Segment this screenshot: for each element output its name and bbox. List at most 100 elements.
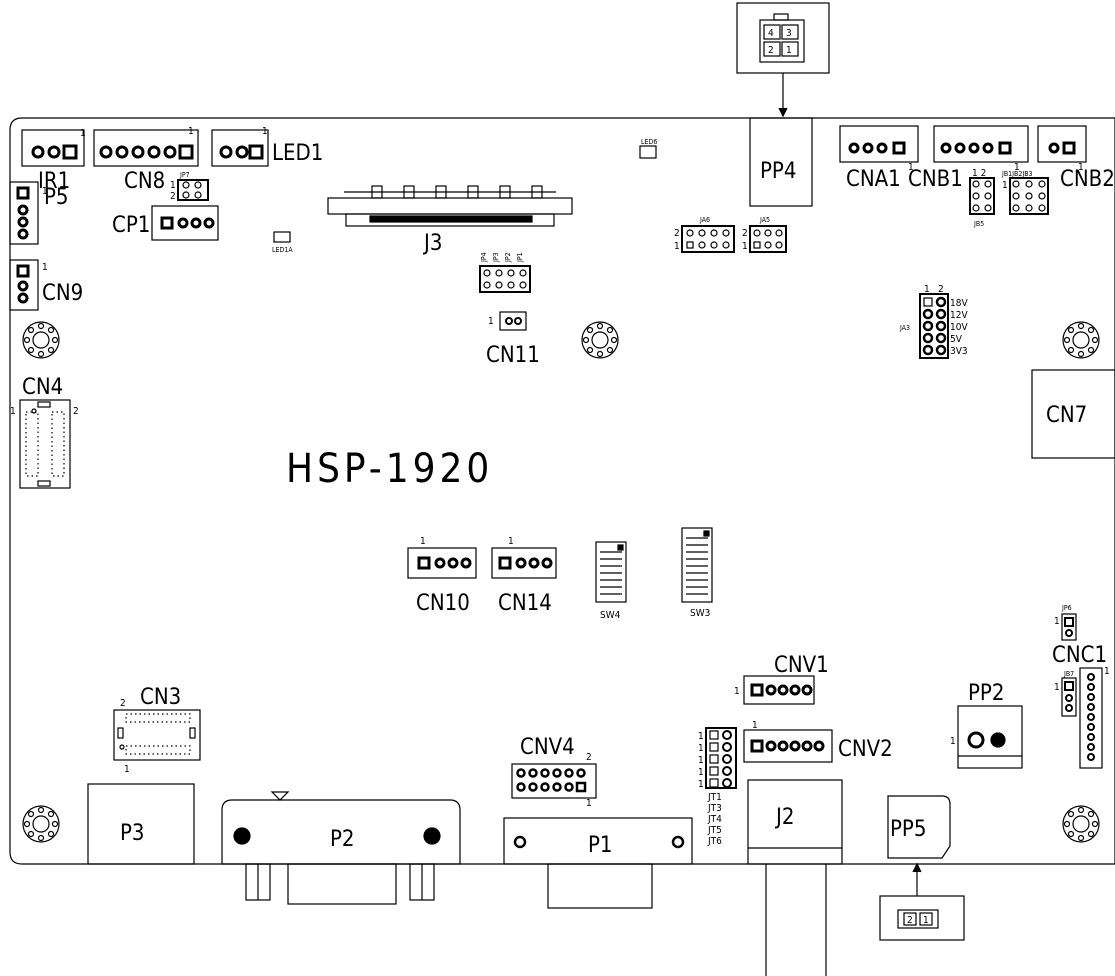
- svg-text:1: 1: [1002, 180, 1008, 191]
- svg-text:1: 1: [923, 915, 929, 926]
- svg-text:1: 1: [80, 128, 86, 139]
- jumper-ja5: JA5 2 1: [742, 216, 787, 253]
- svg-text:CN8: CN8: [124, 169, 165, 194]
- connector-p3: P3: [87, 783, 195, 865]
- svg-text:1: 1: [42, 262, 48, 273]
- svg-text:1: 1: [924, 284, 930, 295]
- svg-text:JP6: JP6: [1061, 604, 1072, 612]
- jumper-jb7: JB7 1: [1054, 670, 1077, 717]
- connector-p5: 1 P5: [9, 181, 69, 245]
- svg-text:JT6: JT6: [707, 836, 722, 847]
- svg-text:JT4: JT4: [707, 814, 722, 825]
- svg-text:1: 1: [742, 241, 748, 252]
- svg-text:1: 1: [124, 764, 130, 775]
- svg-text:J3: J3: [422, 231, 442, 256]
- jumper-jp6: JP6 1: [1054, 604, 1077, 641]
- svg-text:PP5: PP5: [890, 817, 926, 842]
- svg-text:1: 1: [1078, 162, 1084, 173]
- svg-text:JB7: JB7: [1063, 670, 1074, 678]
- connector-ir1: 1 IR1: [21, 128, 86, 194]
- svg-text:JP3: JP3: [492, 252, 500, 263]
- svg-text:JT3: JT3: [707, 803, 722, 814]
- dip-switch-sw3: SW3: [681, 527, 713, 619]
- svg-text:SW4: SW4: [600, 610, 621, 621]
- svg-text:1: 1: [698, 755, 704, 766]
- svg-text:1: 1: [1054, 682, 1060, 693]
- svg-text:1: 1: [508, 536, 514, 547]
- svg-text:PP4: PP4: [760, 159, 796, 184]
- svg-text:JA3: JA3: [899, 324, 910, 332]
- svg-text:1: 1: [698, 743, 704, 754]
- svg-text:4: 4: [768, 28, 774, 39]
- svg-text:1: 1: [786, 45, 792, 56]
- connector-cp1: CP1: [112, 205, 219, 241]
- svg-text:CN9: CN9: [42, 281, 83, 306]
- svg-text:2: 2: [170, 191, 176, 202]
- svg-text:1: 1: [586, 798, 592, 809]
- mounting-hole: [1062, 805, 1100, 843]
- svg-text:2: 2: [120, 698, 126, 709]
- svg-text:1: 1: [1054, 616, 1060, 627]
- connector-cn14: 1 CN14: [491, 536, 557, 616]
- connector-led1: 1 LED1: [211, 126, 323, 167]
- svg-text:SW3: SW3: [690, 608, 710, 619]
- svg-text:2: 2: [907, 915, 913, 926]
- svg-text:JA5: JA5: [759, 216, 770, 224]
- svg-text:LED1A: LED1A: [272, 246, 293, 254]
- pp4-pinout-callout: 4 3 2 1: [736, 2, 830, 118]
- connector-cnv1: CNV1 1: [734, 653, 829, 705]
- connector-pp4: PP4: [749, 117, 813, 207]
- svg-text:IR1: IR1: [38, 169, 70, 194]
- led6-indicator: LED6: [639, 138, 657, 159]
- connector-p1: P1: [503, 817, 693, 909]
- svg-text:1: 1: [42, 186, 48, 197]
- svg-text:1: 1: [10, 406, 16, 417]
- connector-cnv4: CNV4 2 1: [511, 735, 597, 809]
- connector-cna1: 1 CNA1: [839, 125, 919, 192]
- svg-text:JB5: JB5: [973, 220, 984, 228]
- svg-text:2: 2: [586, 752, 592, 763]
- svg-text:CNC1: CNC1: [1052, 643, 1107, 668]
- connector-cn10: 1 CN10: [407, 536, 477, 616]
- svg-text:CNV1: CNV1: [774, 653, 829, 678]
- svg-text:JP7: JP7: [179, 171, 190, 179]
- svg-text:CN14: CN14: [498, 591, 552, 616]
- connector-cn8: 1 CN8: [93, 126, 199, 194]
- jumper-ja6: JA6 2 1: [674, 216, 735, 253]
- jumpers-jb1-jb3: JB1JB2JB3 1: [1001, 170, 1049, 215]
- svg-text:JP4: JP4: [480, 252, 488, 263]
- svg-text:1: 1: [908, 162, 914, 173]
- jumper-ja3: 1 2 18V 12V 10V 5V 3V3 JA3: [899, 284, 968, 359]
- svg-text:P3: P3: [120, 821, 145, 846]
- svg-text:LED1: LED1: [272, 141, 323, 166]
- connector-cn4: CN4 1 2: [10, 375, 79, 489]
- connector-cnc1: CNC1 1: [1052, 643, 1110, 769]
- svg-text:2: 2: [742, 228, 748, 239]
- mounting-hole: [22, 321, 60, 359]
- svg-text:CNV2: CNV2: [838, 737, 893, 762]
- svg-text:5V: 5V: [950, 334, 963, 345]
- connector-pp2: PP2 1: [950, 681, 1023, 769]
- svg-text:P1: P1: [588, 833, 613, 858]
- svg-text:JB1JB2JB3: JB1JB2JB3: [1001, 170, 1033, 178]
- svg-text:1: 1: [752, 720, 758, 731]
- svg-text:CN11: CN11: [486, 343, 540, 368]
- svg-text:10V: 10V: [950, 322, 968, 333]
- svg-text:P2: P2: [330, 827, 355, 852]
- connector-cn11: 1 CN11: [486, 311, 540, 368]
- svg-text:CNV4: CNV4: [520, 735, 575, 760]
- connector-cn3: 2 CN3 1: [113, 685, 201, 775]
- mounting-hole: [22, 805, 60, 843]
- svg-text:2: 2: [768, 45, 774, 56]
- svg-text:JT5: JT5: [707, 825, 722, 836]
- svg-text:18V: 18V: [950, 298, 968, 309]
- svg-text:3V3: 3V3: [950, 346, 968, 357]
- connector-cn7: CN7: [1031, 369, 1115, 459]
- jumper-jb5: 1 2 JB5: [969, 168, 995, 228]
- svg-text:1: 1: [674, 241, 680, 252]
- led1a-indicator: LED1A: [272, 231, 293, 254]
- dip-switch-sw4: SW4: [595, 541, 627, 621]
- svg-text:PP2: PP2: [968, 681, 1004, 706]
- connector-j2: J2: [747, 779, 843, 976]
